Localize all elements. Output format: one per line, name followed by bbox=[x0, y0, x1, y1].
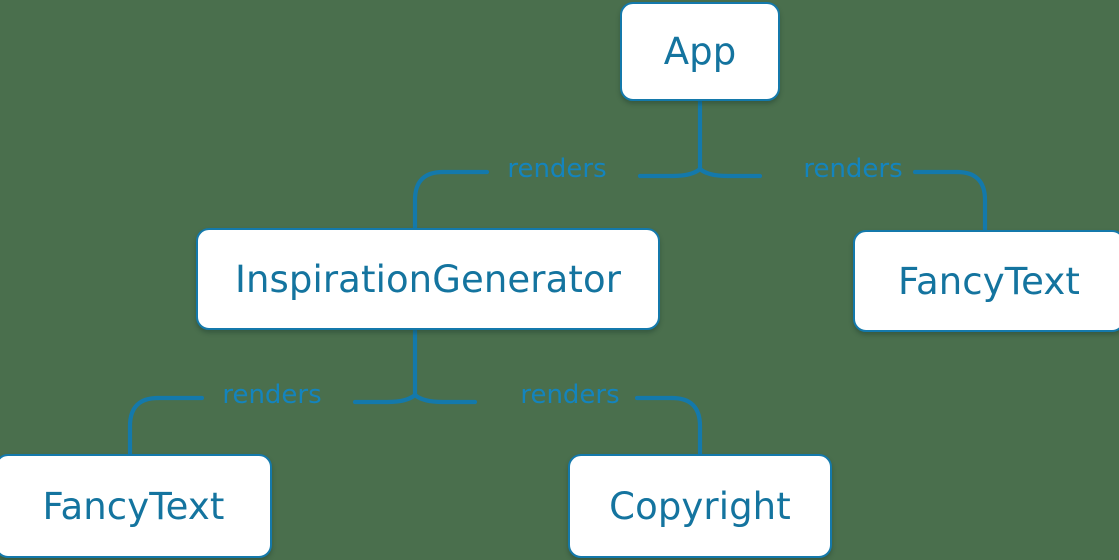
node-fancytext-right-label: FancyText bbox=[898, 259, 1080, 303]
edge-inspiration-copyright-elbow bbox=[669, 395, 703, 459]
edge-app-fancytext-elbow bbox=[954, 169, 988, 235]
node-copyright-label: Copyright bbox=[609, 484, 791, 528]
node-app-label: App bbox=[663, 30, 737, 73]
node-fancytext-bottom-label: FancyText bbox=[42, 484, 225, 528]
node-fancytext-right[interactable]: FancyText bbox=[853, 230, 1119, 332]
edge-inspiration-tee-left bbox=[352, 392, 418, 405]
node-inspiration-generator-label: InspirationGenerator bbox=[234, 257, 622, 301]
edge-inspiration-tee-right bbox=[412, 392, 478, 405]
edge-app-inspiration-elbow bbox=[412, 169, 446, 233]
edge-inspiration-fancytext-elbow bbox=[127, 395, 161, 459]
node-copyright[interactable]: Copyright bbox=[568, 454, 832, 558]
node-fancytext-bottom[interactable]: FancyText bbox=[0, 454, 272, 558]
edge-app-tee-right bbox=[697, 166, 763, 179]
node-app[interactable]: App bbox=[620, 2, 780, 101]
edge-label-inspiration-copyright: renders bbox=[520, 380, 620, 410]
edge-label-inspiration-fancytext: renders bbox=[222, 380, 322, 410]
edge-app-tee-left bbox=[637, 166, 703, 179]
node-inspiration-generator[interactable]: InspirationGenerator bbox=[196, 228, 660, 330]
edge-label-app-fancytext: renders bbox=[803, 154, 903, 184]
edge-label-app-inspiration: renders bbox=[507, 154, 607, 184]
